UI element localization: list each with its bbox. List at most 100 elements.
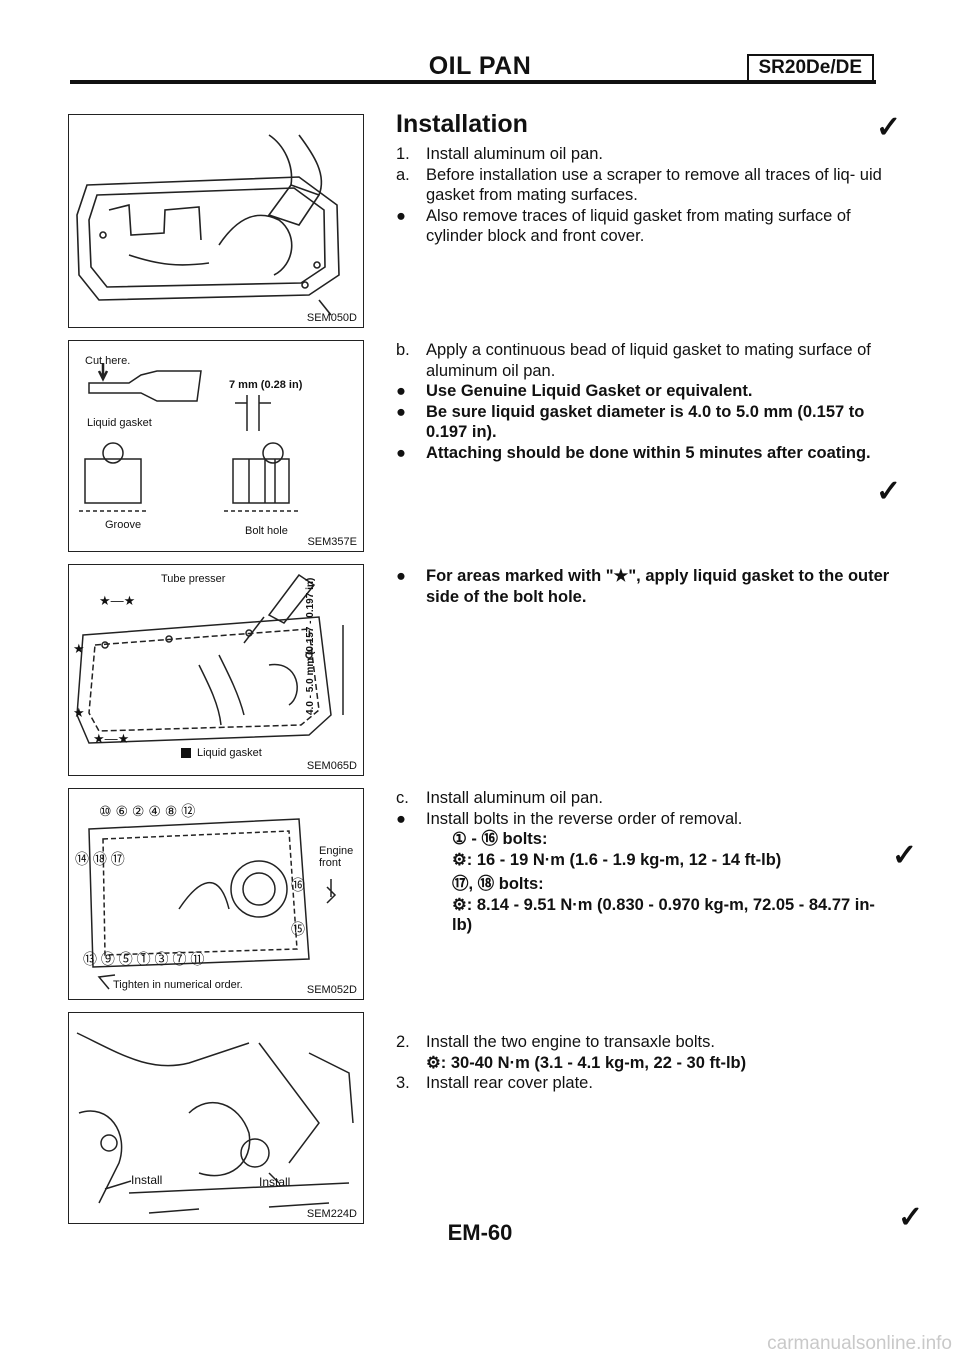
steps-block-1: 1. Install aluminum oil pan. a. Before ins… [396, 144, 892, 247]
header-rule [70, 80, 876, 84]
bullet-icon: ● [396, 402, 406, 421]
step-b-bullet-2: ● Be sure liquid gasket diameter is 4.0 t… [396, 402, 892, 443]
steps-block-star: ● For areas marked with "★", apply liquid… [396, 566, 892, 607]
figure-code: SEM065D [306, 760, 357, 772]
page-number: EM-60 [447, 1220, 513, 1245]
bullet-text: For areas marked with "★", apply liquid … [426, 567, 890, 606]
steps-block-2-3: 2. Install the two engine to transaxle bo… [396, 1032, 892, 1094]
label-dimension: 7 mm (0.28 in) [229, 379, 303, 391]
step-c-bullet: ● Install bolts in the reverse order of r… [396, 809, 892, 830]
bolts-1-label: ① - ⑯ bolts: [452, 830, 548, 848]
bolt-numbers-bottom: ⑬ ⑨ ⑤ ① ③ ⑦ ⑪ [83, 951, 205, 967]
bullet-icon: ● [396, 206, 406, 225]
star-mark-top: ★—★ [99, 593, 136, 608]
bullet-text: Use Genuine Liquid Gasket or equivalent. [426, 382, 753, 400]
bullet-icon: ● [396, 809, 406, 828]
oil-pan-scraper-drawing [76, 134, 340, 316]
torque-wrench-icon: ⚙: [452, 895, 477, 914]
step-a: a. Before installation use a scraper to r… [396, 165, 892, 206]
step-b-bullet-3: ● Attaching should be done within 5 minut… [396, 443, 892, 464]
star-mark-bottom: ★—★ [93, 731, 130, 746]
figure-install-bolts: Install Install SEM224D [68, 1012, 364, 1224]
figure-oil-pan-scraper: SEM050D [68, 114, 364, 328]
step-2: 2. Install the two engine to transaxle bo… [396, 1032, 892, 1053]
check-mark-icon: ✓ [898, 1201, 924, 1234]
steps-block-b: b. Apply a continuous bead of liquid gask… [396, 340, 892, 463]
model-tag: SR20De/DE [746, 54, 874, 82]
label-liquid-gasket: Liquid gasket [87, 417, 152, 429]
bolts-2-torque: ⚙: 8.14 - 9.51 N·m (0.830 - 0.970 kg-m, … [396, 895, 892, 936]
step-number: 1. [396, 145, 410, 163]
step-number: 3. [396, 1074, 410, 1092]
torque-text: 16 - 19 N·m (1.6 - 1.9 kg-m, 12 - 14 ft-… [476, 850, 782, 869]
step-text: Install aluminum oil pan. [426, 145, 604, 163]
bullet-icon: ● [396, 567, 406, 585]
figure-cut-gasket: Cut here. 7 mm (0.28 in) Liquid gasket G… [68, 340, 364, 552]
bullet-text: Also remove traces of liquid gasket from… [426, 206, 851, 246]
step-letter: b. [396, 341, 410, 359]
step-text: Install rear cover plate. [426, 1074, 593, 1092]
bolts-1-torque: ⚙: 16 - 19 N·m (1.6 - 1.9 kg-m, 12 - 14 … [396, 850, 892, 871]
check-mark-icon: ✓ [892, 839, 918, 872]
label-install-right: Install [259, 1175, 291, 1189]
step-a-bullet: ● Also remove traces of liquid gasket fro… [396, 206, 892, 247]
bullet-text: Attaching should be done within 5 minute… [426, 443, 871, 462]
label-bead-dimension: 4.0 - 5.0 mm (0.157 - 0.197 in) [305, 577, 316, 715]
label-groove: Groove [105, 519, 142, 531]
bolt-number-16: ⑯ [291, 877, 305, 893]
gasket-symbol-icon [181, 748, 191, 759]
star-mark-left-2: ★ [73, 705, 85, 720]
check-mark-icon: ✓ [876, 111, 902, 144]
torque-text: 8.14 - 9.51 N·m (0.830 - 0.970 kg-m, 72.… [452, 895, 875, 935]
torque-text: 30-40 N·m (3.1 - 4.1 kg-m, 22 - 30 ft-lb… [450, 1053, 747, 1072]
step-text: Apply a continuous bead of liquid gasket… [426, 341, 871, 380]
label-cut-here: Cut here. [85, 355, 131, 367]
section-title: Installation [396, 110, 528, 138]
figure-code: SEM357E [307, 536, 357, 548]
bolt-numbers-top: ⑩ ⑥ ② ④ ⑧ ⑫ [99, 803, 196, 819]
bullet-icon: ● [396, 443, 406, 462]
step-text: Before installation use a scraper to rem… [426, 165, 882, 205]
page-title: OIL PAN [428, 52, 532, 80]
tightening-order-drawing [88, 818, 337, 990]
gasket-bead-drawing [76, 573, 344, 744]
figure-code: SEM224D [306, 1208, 357, 1220]
bullet-text: Install bolts in the reverse order of re… [426, 809, 743, 828]
cut-gasket-drawing [79, 363, 299, 512]
torque-wrench-icon: ⚙: [426, 1053, 451, 1072]
step-b: b. Apply a continuous bead of liquid gask… [396, 340, 892, 381]
step-number: 2. [396, 1033, 410, 1051]
step-3: 3. Install rear cover plate. [396, 1073, 892, 1094]
label-engine-front: Engine front [319, 845, 354, 869]
label-bolt-hole: Bolt hole [245, 525, 288, 537]
label-tube-presser: Tube presser [161, 573, 226, 585]
watermark: carmanualsonline.info [767, 1333, 952, 1354]
bolts-2-label: ⑰, ⑱ bolts: [452, 875, 544, 893]
step-text: Install aluminum oil pan. [426, 789, 604, 807]
bullet-icon: ● [396, 382, 406, 400]
figure-code: SEM050D [306, 312, 357, 324]
figure-tightening-order: ⑩ ⑥ ② ④ ⑧ ⑫ ⑭ ⑱ ⑰ ⑯ ⑮ ⑬ ⑨ ⑤ ① ③ ⑦ ⑪ Engi… [68, 788, 364, 1000]
step-text: Install the two engine to transaxle bolt… [426, 1033, 715, 1051]
step-2-torque: ⚙: 30-40 N·m (3.1 - 4.1 kg-m, 22 - 30 ft… [396, 1053, 892, 1074]
step-b-bullet-4: ● For areas marked with "★", apply liquid… [396, 566, 892, 607]
step-b-bullet-1: ● Use Genuine Liquid Gasket or equivalent… [396, 381, 892, 402]
bolt-number-15: ⑮ [291, 921, 305, 937]
torque-wrench-icon: ⚙: [452, 850, 477, 869]
star-mark-left-1: ★ [73, 641, 85, 656]
bolt-numbers-left: ⑭ ⑱ ⑰ [75, 851, 125, 867]
steps-block-c: c. Install aluminum oil pan. ● Install bol… [396, 788, 892, 936]
figure-code: SEM052D [306, 984, 357, 996]
step-1: 1. Install aluminum oil pan. [396, 144, 892, 165]
install-bolts-drawing [76, 1032, 354, 1214]
figure-gasket-bead: Tube presser 4.0 - 5.0 mm (0.157 - 0.197… [68, 564, 364, 776]
step-letter: a. [396, 165, 410, 184]
step-c: c. Install aluminum oil pan. [396, 788, 892, 809]
label-liquid-gasket: Liquid gasket [181, 747, 262, 759]
label-tighten-order: Tighten in numerical order. [113, 979, 243, 991]
step-letter: c. [396, 789, 409, 807]
check-mark-icon: ✓ [876, 475, 902, 508]
liquid-gasket-text: Liquid gasket [197, 747, 262, 759]
bullet-text: Be sure liquid gasket diameter is 4.0 to… [426, 402, 865, 442]
label-install-left: Install [131, 1173, 163, 1187]
